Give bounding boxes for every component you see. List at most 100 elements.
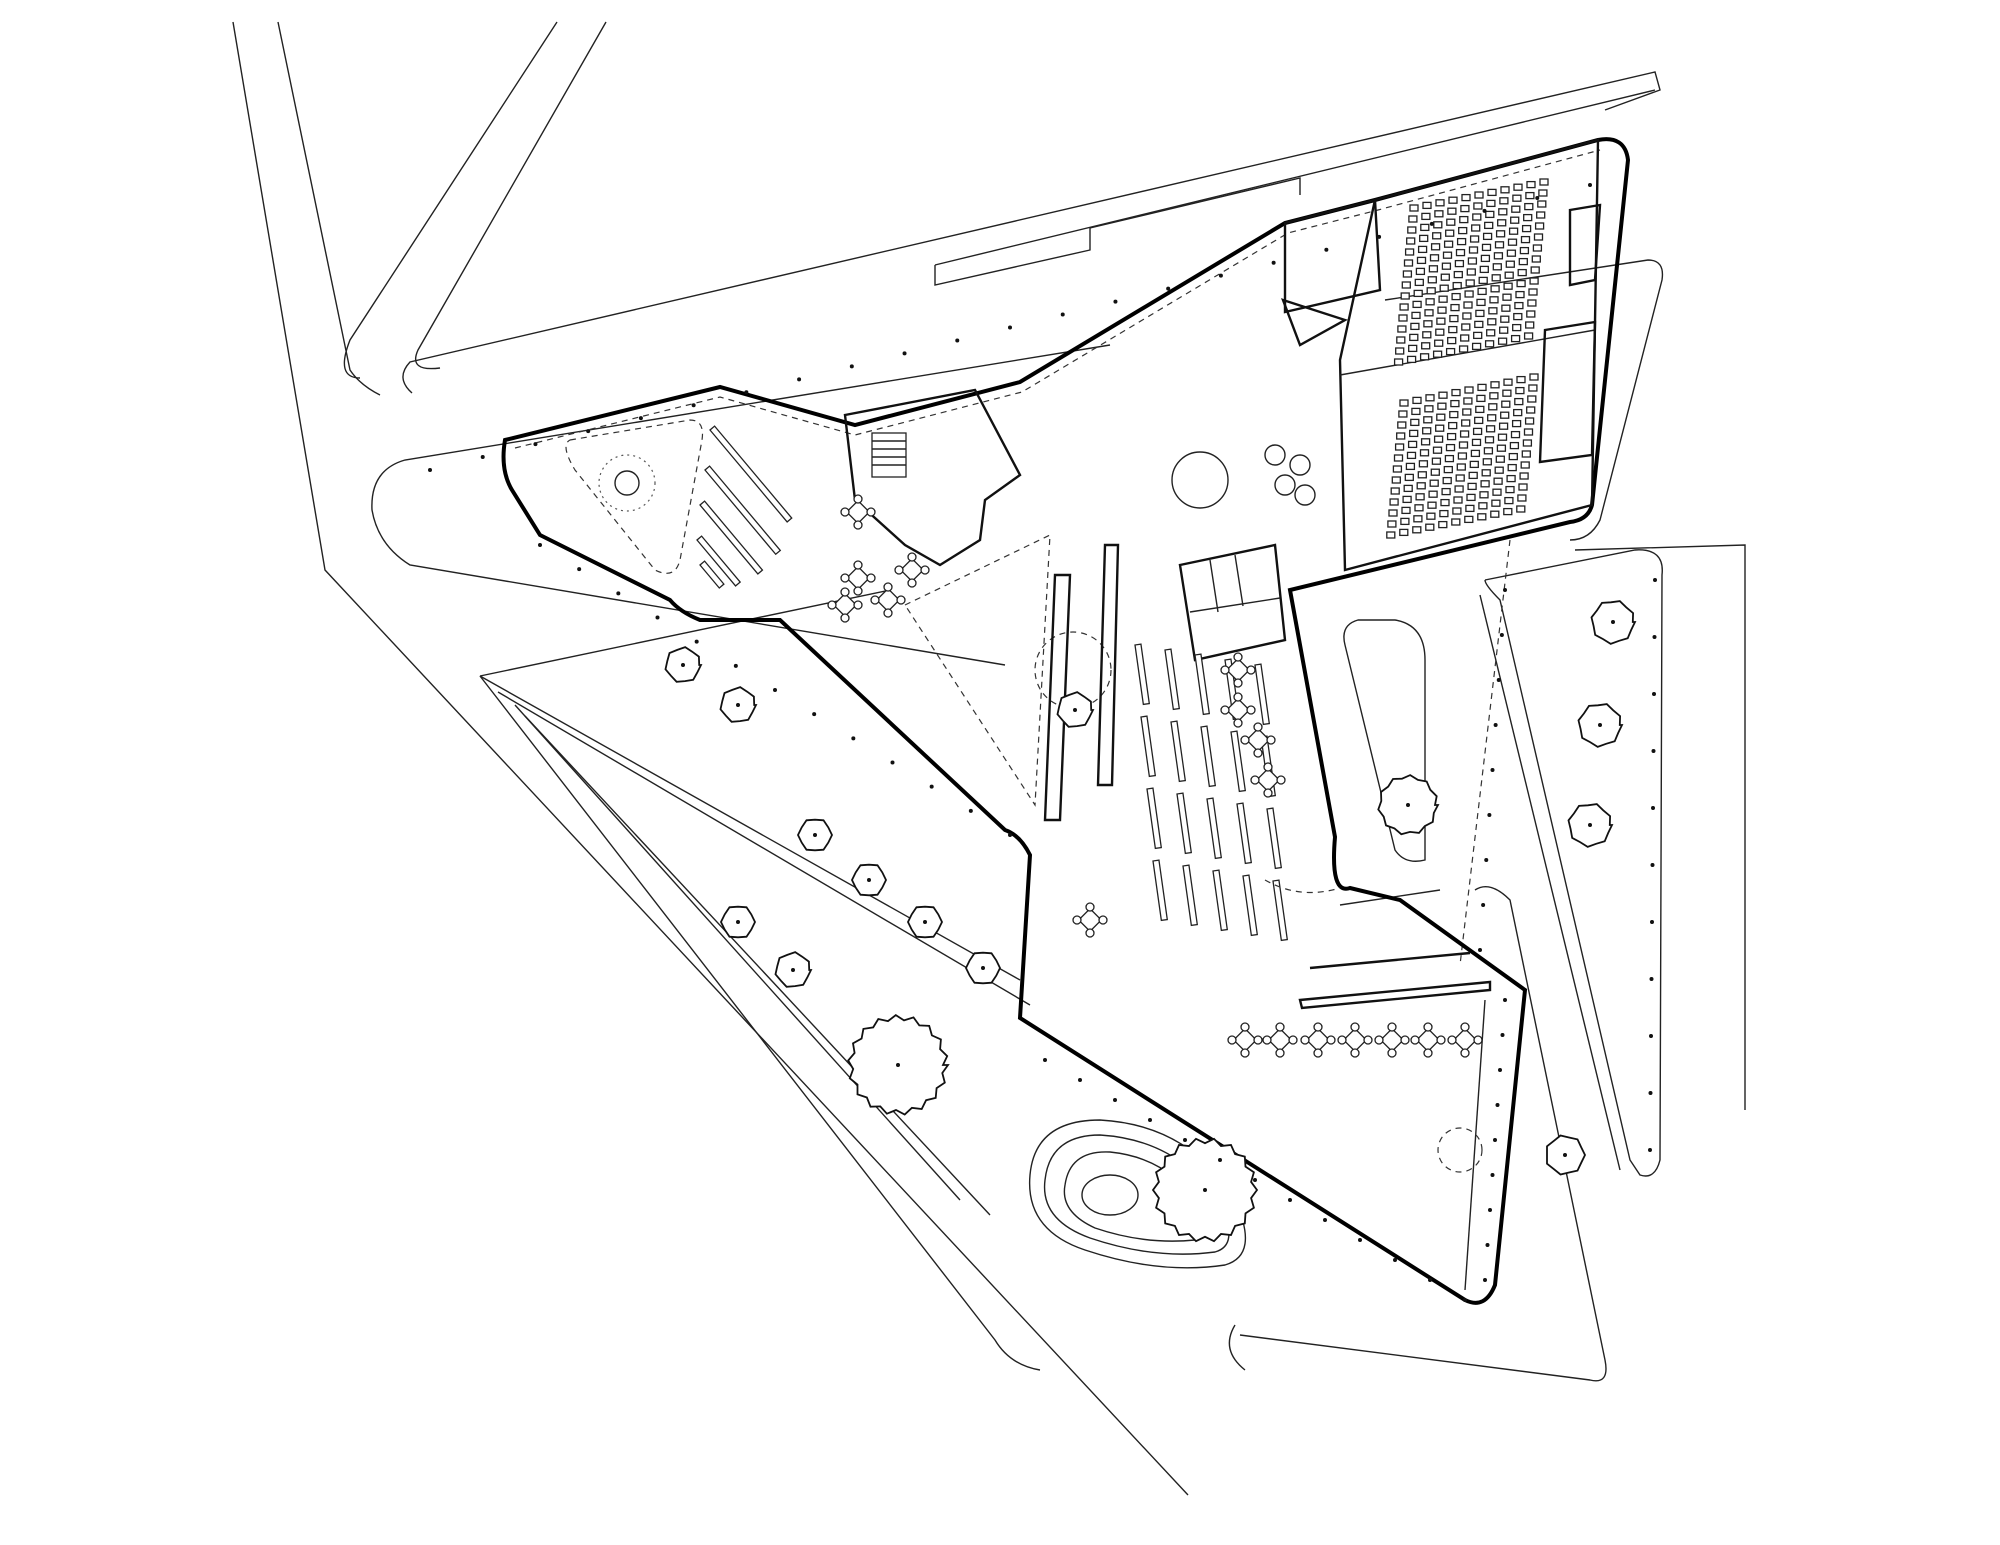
seat (1491, 274, 1501, 282)
chair (1253, 748, 1263, 758)
nw-round-feature-core (614, 470, 640, 496)
tree-trunk (813, 833, 817, 837)
column-dot (1652, 635, 1657, 639)
column-dot (1499, 633, 1504, 637)
circle-seat (1274, 474, 1296, 496)
seat (1513, 312, 1523, 321)
seat (1441, 487, 1451, 496)
ramp-wedge-line-2 (497, 691, 1031, 1006)
seat (1396, 336, 1406, 344)
central-long-counter-1 (1043, 573, 1072, 822)
seat (1429, 254, 1440, 262)
column-dot (1253, 1178, 1257, 1182)
book-stacks (1134, 643, 1289, 942)
seat (1487, 188, 1497, 197)
seat (1454, 259, 1465, 268)
curb-parking-bars (934, 177, 1301, 286)
book-shelf (1152, 859, 1169, 922)
column-dot (1535, 195, 1540, 200)
column-dot (1288, 1198, 1292, 1202)
seat (1486, 199, 1496, 208)
chair (1233, 718, 1243, 728)
seat (1499, 197, 1509, 205)
seat (1510, 216, 1520, 224)
central-toilet-partitions (1189, 554, 1281, 613)
seat (1524, 202, 1534, 211)
book-shelf (1242, 874, 1259, 937)
table (845, 565, 871, 591)
column-dot (797, 377, 802, 382)
seat (1514, 301, 1524, 310)
seat (1460, 334, 1470, 342)
chair (1233, 652, 1243, 662)
seat (1474, 416, 1484, 425)
seat (1437, 306, 1447, 314)
seat (1478, 502, 1488, 510)
seat (1528, 384, 1538, 392)
seat (1396, 432, 1406, 440)
bottom-road-edge (1228, 1324, 1246, 1371)
seat (1447, 207, 1457, 215)
chair (1072, 915, 1082, 925)
chair (853, 494, 863, 504)
seat (1471, 438, 1482, 447)
seat (1493, 477, 1503, 485)
seat (1476, 298, 1486, 307)
seat (1480, 480, 1490, 488)
se-north-counter (1309, 951, 1471, 970)
seat (1489, 296, 1499, 304)
seat (1518, 257, 1528, 266)
seat (1508, 452, 1518, 461)
seat (1413, 289, 1423, 298)
seat (1456, 463, 1466, 471)
site-context-lines (232, 21, 1746, 1496)
chair (1447, 1035, 1457, 1045)
column-dot (694, 639, 699, 644)
seat (1490, 381, 1500, 389)
chair (1473, 1035, 1483, 1045)
seat (1449, 410, 1459, 419)
seat (1425, 523, 1435, 531)
column-dot (1650, 920, 1654, 924)
seat (1507, 238, 1518, 246)
seat (1483, 447, 1494, 455)
seat (1495, 230, 1506, 238)
seat (1422, 427, 1432, 435)
seat (1505, 485, 1515, 494)
seat (1420, 223, 1430, 232)
seat (1496, 444, 1507, 452)
column-dot (655, 615, 660, 620)
chair (1337, 1035, 1347, 1045)
column-dot (1008, 833, 1012, 837)
chair (853, 520, 863, 530)
column-dot (1323, 1218, 1327, 1222)
seat (1520, 235, 1531, 244)
chair (1085, 928, 1095, 938)
seat (1523, 213, 1533, 222)
column-dot (1484, 858, 1489, 862)
column-dot (1653, 578, 1657, 582)
seat (1481, 243, 1492, 252)
chair (866, 507, 876, 517)
chair (866, 573, 876, 583)
seat (1437, 402, 1447, 410)
book-shelf (1254, 663, 1271, 726)
courtyard-oval-core (1081, 1174, 1139, 1216)
seat (1490, 285, 1500, 293)
chair (840, 613, 850, 623)
building-inner-offset (514, 149, 1601, 449)
seat (1422, 201, 1432, 210)
seat (1469, 460, 1479, 469)
chair (853, 600, 863, 610)
tree-trunk (681, 663, 685, 667)
stage-back-rooms (1538, 203, 1602, 464)
seat (1419, 234, 1429, 243)
tree-trunk (1203, 1188, 1207, 1192)
seat (1482, 458, 1492, 466)
seat (1485, 210, 1495, 219)
seat (1475, 309, 1485, 318)
book-shelf (1212, 869, 1229, 932)
se-facade-inner (1464, 999, 1486, 1291)
seat (1484, 436, 1495, 444)
right-island-3 (1484, 549, 1663, 1177)
